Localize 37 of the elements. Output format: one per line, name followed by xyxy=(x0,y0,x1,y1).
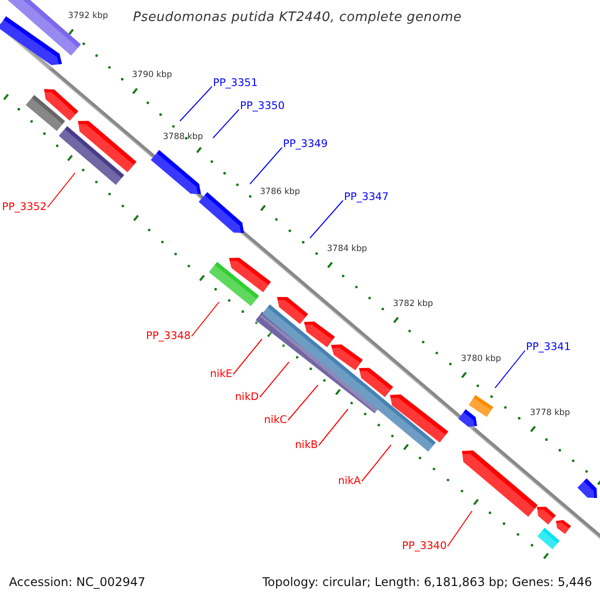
gene-label: PP_3349 xyxy=(283,139,328,150)
gene-label: PP_3347 xyxy=(344,192,389,202)
gene-label: nikE xyxy=(210,369,232,380)
gene-label: nikD xyxy=(235,392,259,402)
scale-label: 3786 kbp xyxy=(260,188,300,196)
gene-label: nikC xyxy=(264,415,287,426)
leader-line xyxy=(232,338,262,375)
accession-text: Accession: NC_002947 xyxy=(9,576,146,588)
leader-line xyxy=(250,147,282,184)
leader-line xyxy=(212,109,240,138)
genome-info-text: Topology: circular; Length: 6,181,863 bp; Genes: 5,446 xyxy=(262,576,592,588)
leader-line xyxy=(361,444,392,482)
leader-line xyxy=(287,384,318,421)
leader-line xyxy=(47,172,76,208)
gene-label: PP_3352 xyxy=(2,202,47,212)
scale-label: 3790 kbp xyxy=(132,71,172,80)
leader-line xyxy=(259,362,290,398)
gene-label: nikB xyxy=(295,440,318,450)
leader-line xyxy=(310,200,344,238)
leader-line xyxy=(318,408,348,446)
gene-label: PP_3348 xyxy=(146,331,191,342)
gene-label: nikA xyxy=(338,476,361,486)
leader-line xyxy=(494,350,526,388)
leader-line xyxy=(447,510,472,547)
scale-label: 3782 kbp xyxy=(393,300,434,308)
diagram-title: Pseudomonas putida KT2440, complete genome xyxy=(133,11,462,24)
gene-label: PP_3340 xyxy=(402,541,447,552)
scale-label: 3778 kbp xyxy=(530,409,570,418)
leader-line xyxy=(180,86,212,122)
leader-line xyxy=(191,302,220,337)
gene-label: PP_3351 xyxy=(213,78,258,88)
scale-label: 3780 kbp xyxy=(461,355,502,364)
gene-label: PP_3341 xyxy=(526,342,571,352)
gene-label: PP_3350 xyxy=(240,101,285,112)
scale-label: 3788 kbp xyxy=(163,133,204,142)
scale-label: 3784 kbp xyxy=(327,245,368,254)
scale-label: 3792 kbp xyxy=(68,12,108,20)
